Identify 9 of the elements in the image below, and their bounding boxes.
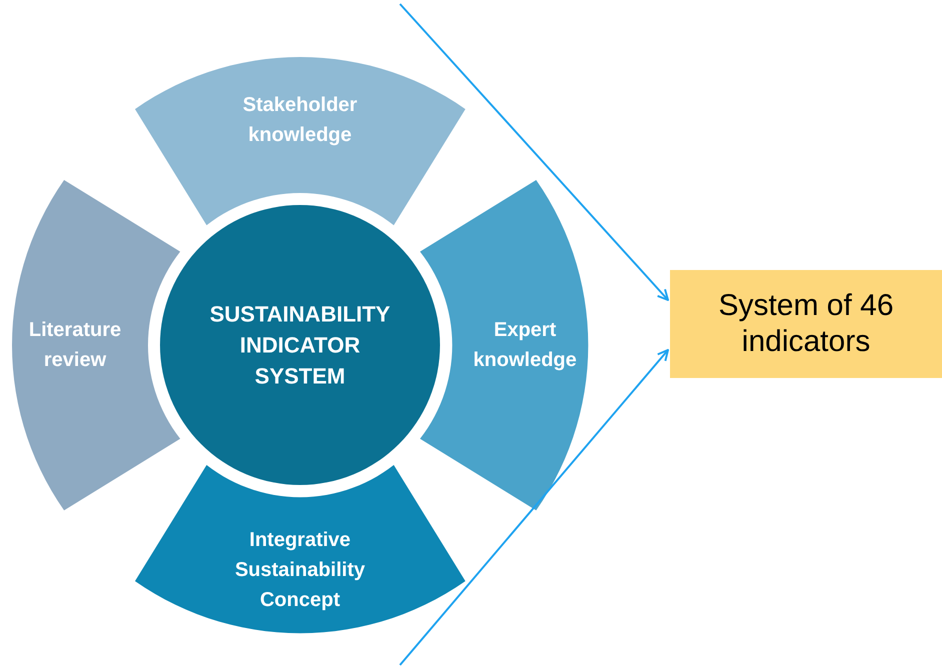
segment-label: Integrative Sustainability Concept: [234, 528, 366, 613]
arrow: [399, 349, 669, 666]
segment-label: Literature review: [28, 318, 122, 373]
arrow: [399, 3, 669, 301]
box-label: System of 46 indicators: [717, 288, 895, 360]
circle-label: SUSTAINABILITY INDICATOR SYSTEM: [208, 300, 392, 390]
segment-label: Stakeholder knowledge: [242, 93, 358, 148]
segment-label: Expert knowledge: [472, 318, 578, 373]
result-box: [670, 270, 942, 378]
